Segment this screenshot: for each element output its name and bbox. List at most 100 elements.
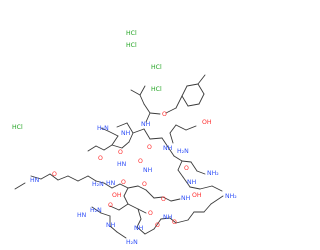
bond-line (103, 144, 113, 151)
atom-label-o: O (118, 149, 123, 156)
bond-line (160, 217, 171, 220)
bond-line (196, 170, 206, 175)
atom-label-n: NH (121, 130, 131, 137)
atom-label-o: O (161, 196, 166, 203)
bond-line (136, 218, 142, 228)
bond-line (199, 185, 213, 190)
bond-line (67, 175, 79, 182)
hcl-label: HCl (126, 30, 137, 37)
bond-line (175, 95, 183, 109)
atom-label-n: NH (106, 222, 116, 229)
hcl-label: HCl (151, 64, 162, 71)
bond-line (162, 196, 172, 202)
bond-line (182, 176, 191, 188)
bond-line (169, 124, 177, 134)
atom-label-o: O (184, 165, 189, 172)
bond-line (145, 189, 155, 199)
atom-label-n: HN (77, 212, 87, 219)
bond-line (95, 180, 105, 184)
bond-line (177, 160, 183, 171)
atom-label-o: OH (192, 192, 202, 199)
atom-label-n: HN (30, 177, 40, 184)
atom-label-n: NH₂ (225, 193, 237, 200)
bond-line (95, 145, 105, 151)
bond-line (137, 208, 147, 214)
bond-line (173, 155, 183, 162)
bond-line (111, 135, 119, 146)
bond-line (137, 185, 147, 191)
bond-line (123, 187, 129, 197)
atom-label-o: O (142, 181, 147, 188)
bond-line (149, 112, 161, 115)
bond-line (189, 186, 201, 190)
bond-line (143, 128, 151, 140)
atom-labels: HCl HCl HCl HCl HCl NH H₂N O NH O OH NH … (12, 30, 237, 246)
bond-line (127, 185, 139, 189)
structure-canvas: HCl HCl HCl HCl HCl NH H₂N O NH O OH NH … (12, 30, 237, 246)
hcl-label: HCl (151, 86, 162, 93)
atom-label-o: O (108, 202, 113, 209)
bond-line (181, 85, 188, 97)
bond-line (169, 217, 177, 224)
bond-line (165, 107, 177, 114)
bond-line (14, 182, 26, 190)
atom-label-n: HN (117, 161, 127, 168)
atom-label-o: O (98, 155, 103, 162)
bond-line (57, 175, 69, 181)
bond-line (143, 103, 151, 114)
atom-label-n: NH (181, 195, 191, 202)
bond-line (190, 161, 198, 172)
bond-line (203, 203, 212, 213)
bond-line (177, 169, 184, 178)
bond-line (130, 89, 141, 96)
bond-line (111, 144, 123, 149)
bond-line (185, 125, 197, 131)
bond-line (109, 205, 120, 211)
atom-label-n: NH (187, 179, 197, 186)
bond-line (91, 206, 102, 214)
atom-label-n: NH (141, 121, 151, 128)
bond-line (126, 122, 134, 134)
bond-line (149, 137, 163, 140)
bond-line (211, 185, 223, 192)
atom-label-o: O (138, 158, 143, 165)
atom-label-n: H₂N (90, 207, 102, 214)
atom-label-n: H₂N (126, 239, 138, 246)
bond-line (197, 83, 205, 95)
atom-label-n: H₂N (97, 125, 109, 132)
bond-line (167, 146, 175, 157)
bond-line (161, 137, 169, 148)
bond-line (137, 208, 142, 220)
bond-line (132, 128, 145, 134)
atom-label-n: NH (163, 214, 173, 221)
bond-line (128, 132, 134, 143)
atom-label-n: NH₂ (207, 170, 219, 177)
bond-line (153, 218, 162, 230)
atom-label-o: O (162, 111, 167, 118)
bond-line (139, 85, 146, 96)
bond-line (107, 130, 119, 137)
bond-line (181, 95, 189, 107)
bond-line (30, 175, 42, 180)
atom-label-o: O (172, 219, 177, 226)
bond-line (170, 198, 181, 202)
bond-line (77, 175, 89, 182)
bond-line (87, 145, 97, 152)
bond-line (87, 175, 97, 182)
bond-line (169, 132, 174, 144)
bond-line (127, 203, 139, 210)
bond-line (100, 212, 111, 217)
bond-line (109, 225, 118, 233)
bond-line (145, 112, 151, 123)
bond-line (40, 173, 51, 180)
bond-line (187, 211, 195, 221)
atom-label-o: O (155, 222, 160, 229)
bond-line (49, 173, 59, 181)
bond-line (111, 183, 121, 189)
bond-line (100, 127, 109, 132)
atom-label-o: O (52, 171, 57, 178)
bond-line (118, 203, 129, 211)
atom-label-o: O (121, 179, 126, 186)
bond-line (116, 231, 127, 239)
bond-line (175, 219, 189, 224)
